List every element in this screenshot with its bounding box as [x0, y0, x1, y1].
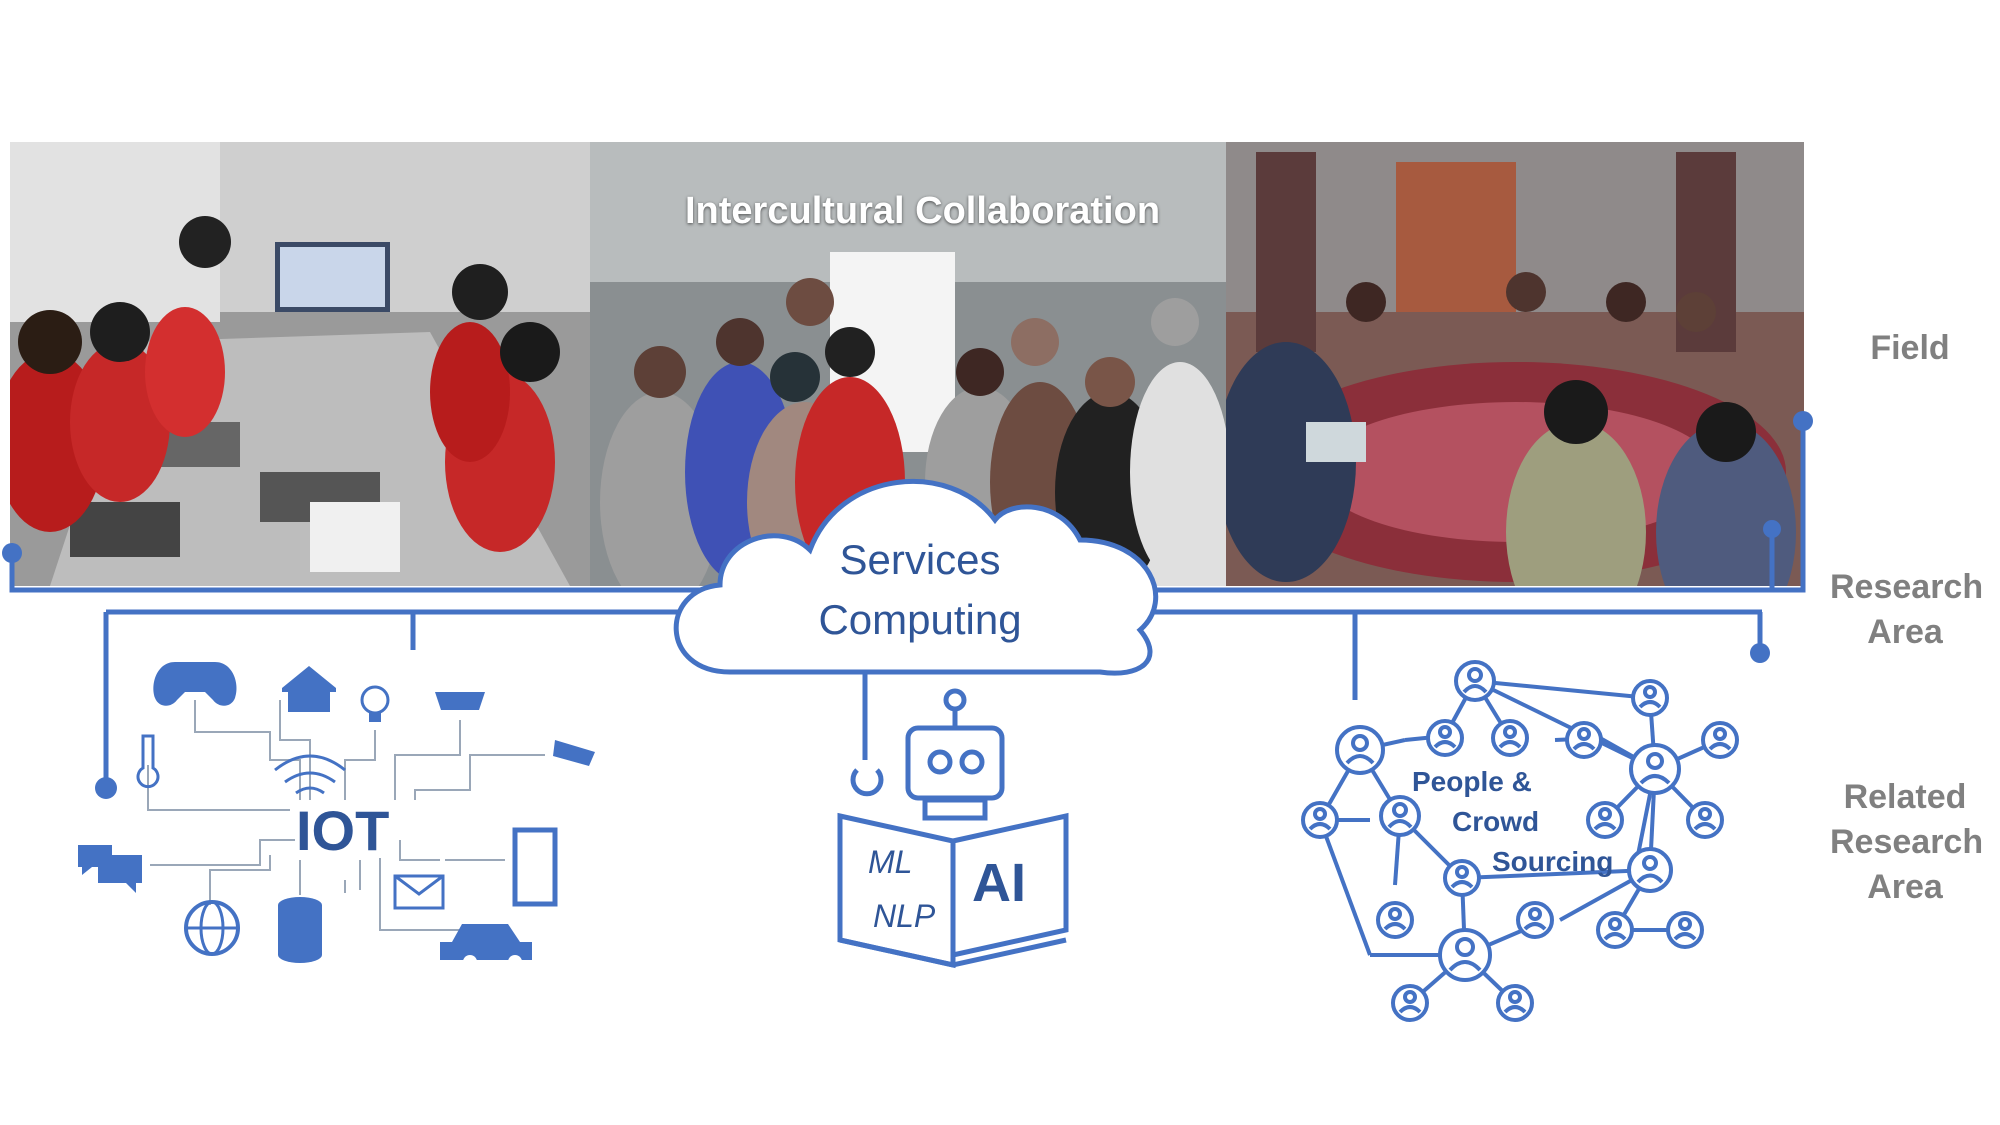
person-node-icon	[1666, 911, 1704, 949]
related-label-line1: Related	[1843, 778, 1967, 816]
people-label-line2: Crowd	[1452, 806, 1540, 837]
nlp-label: NLP	[873, 898, 936, 934]
person-node-icon	[1426, 719, 1464, 757]
lightbulb-icon	[360, 685, 390, 715]
field-label: Field	[1870, 329, 1950, 367]
research-area-label-line2: Area	[1867, 613, 1943, 651]
home-icon	[282, 666, 336, 712]
related-label-line3: Area	[1867, 868, 1943, 906]
workshop-photo-right	[1226, 142, 1804, 586]
connector-dots	[2, 411, 1813, 799]
person-node-icon	[1596, 911, 1634, 949]
person-node-icon	[1335, 725, 1385, 775]
person-node-icon	[1516, 901, 1554, 939]
mail-icon	[393, 874, 445, 910]
person-node-icon	[1454, 660, 1496, 702]
research-area-label: Research Area	[1830, 565, 1984, 655]
person-node-icon	[1379, 795, 1421, 837]
ml-label: ML	[868, 844, 913, 880]
security-camera-icon	[547, 738, 595, 774]
people-nodes	[1301, 660, 1739, 1022]
workshop-photo-left	[10, 142, 590, 586]
person-node-icon	[1631, 679, 1669, 717]
people-label-line3: Sourcing	[1492, 846, 1614, 877]
cloud-icon	[673, 478, 1159, 676]
book-icon	[837, 812, 1069, 969]
smartphone-icon	[512, 827, 558, 907]
related-research-area-label: Related Research Area	[1830, 775, 1984, 910]
wifi-icon	[274, 754, 346, 795]
gamepad-icon	[153, 662, 237, 706]
car-icon	[440, 924, 532, 960]
thermometer-icon	[136, 734, 160, 789]
research-area-label-line1: Research	[1830, 568, 1984, 606]
person-node-icon	[1438, 928, 1492, 982]
person-node-icon	[1701, 721, 1739, 759]
ai-label: AI	[972, 853, 1026, 913]
person-node-icon	[1301, 801, 1339, 839]
iot-circuit-lines	[147, 700, 545, 931]
person-node-icon	[1629, 743, 1681, 795]
person-node-icon	[1391, 984, 1429, 1022]
cloud-label-line1: Services	[839, 536, 1001, 583]
person-node-icon	[1565, 721, 1603, 759]
cloud-label: Services Computing	[790, 530, 1050, 650]
person-node-icon	[1627, 847, 1673, 893]
cloud-label-line2: Computing	[818, 596, 1022, 643]
workshop-photo-middle	[590, 142, 1226, 586]
person-node-icon	[1443, 859, 1481, 897]
pet-bowl-icon	[435, 692, 485, 710]
person-node-icon	[1686, 801, 1724, 839]
robot-icon	[850, 688, 1005, 821]
chat-icon	[78, 845, 142, 893]
person-node-icon	[1496, 984, 1534, 1022]
person-node-icon	[1376, 901, 1414, 939]
iot-label: IOT	[296, 799, 390, 862]
person-node-icon	[1491, 719, 1529, 757]
person-node-icon	[1586, 801, 1624, 839]
photo-caption: Intercultural Collaboration	[685, 190, 1161, 232]
people-label-line1: People &	[1412, 766, 1532, 797]
related-label-line2: Research	[1830, 823, 1984, 861]
database-icon	[278, 897, 322, 963]
